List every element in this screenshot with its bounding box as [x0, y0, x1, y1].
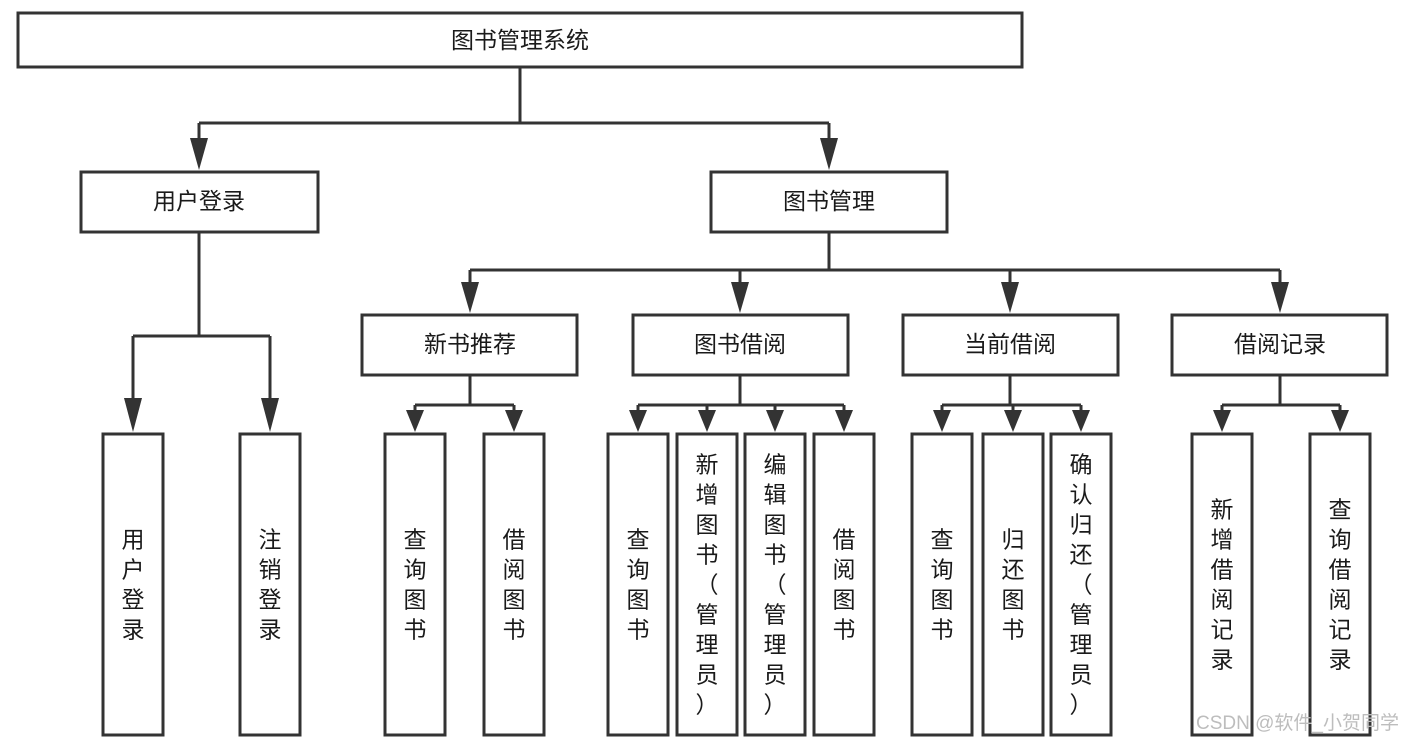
- book-management-box[interactable]: [709, 170, 949, 234]
- arrowhead-record-add: [1213, 410, 1231, 432]
- leaf-borrow-query-book-box[interactable]: [606, 432, 670, 737]
- arrowhead-new-book-recommend: [461, 282, 479, 313]
- leaf-record-add-box[interactable]: [1190, 432, 1254, 737]
- root-box[interactable]: [16, 11, 1024, 69]
- node-leaf-recommend-query-book[interactable]: 查询图书: [383, 432, 447, 737]
- leaf-borrow-edit-book-label: 编辑图书（管理员）: [764, 452, 787, 718]
- book-borrow-label: 图书借阅: [694, 331, 786, 357]
- leaf-record-add-label: 新增借阅记录: [1211, 497, 1234, 673]
- leaf-user-login-box[interactable]: [101, 432, 165, 737]
- current-borrow-label: 当前借阅: [964, 331, 1056, 357]
- node-borrow-record[interactable]: 借阅记录: [1170, 313, 1389, 377]
- leaf-current-return-book-box[interactable]: [981, 432, 1045, 737]
- arrowhead-recommend-borrow-book: [505, 410, 523, 432]
- node-leaf-current-query-book[interactable]: 查询图书: [910, 432, 974, 737]
- book-borrow-box[interactable]: [631, 313, 850, 377]
- arrowhead-current-return-book: [1004, 410, 1022, 432]
- borrow-record-label: 借阅记录: [1234, 331, 1326, 357]
- user-login-label: 用户登录: [153, 188, 245, 214]
- arrowhead-leaf-user-login: [124, 398, 142, 432]
- leaf-borrow-add-book-box[interactable]: [675, 432, 739, 737]
- node-leaf-recommend-borrow-book[interactable]: 借阅图书: [482, 432, 546, 737]
- node-leaf-current-confirm-return[interactable]: 确认归还（管理员）: [1049, 432, 1113, 737]
- new-book-recommend-box[interactable]: [360, 313, 579, 377]
- leaf-current-query-book-label: 查询图书: [931, 527, 954, 643]
- arrowhead-leaf-user-logout: [261, 398, 279, 432]
- arrowhead-current-confirm-return: [1072, 410, 1090, 432]
- node-book-borrow[interactable]: 图书借阅: [631, 313, 850, 377]
- connector-layer: [124, 67, 1349, 432]
- arrowhead-current-borrow: [1001, 282, 1019, 313]
- leaf-borrow-add-book-label: 新增图书（管理员）: [696, 452, 719, 718]
- node-new-book-recommend[interactable]: 新书推荐: [360, 313, 579, 377]
- arrowhead-user-login: [190, 138, 208, 170]
- leaf-current-return-book-label: 归还图书: [1002, 527, 1025, 643]
- node-leaf-borrow-query-book[interactable]: 查询图书: [606, 432, 670, 737]
- arrowhead-book-borrow: [731, 282, 749, 313]
- node-leaf-record-query[interactable]: 查询借阅记录: [1308, 432, 1372, 737]
- leaf-record-query-label: 查询借阅记录: [1329, 497, 1352, 673]
- leaf-recommend-query-book-label: 查询图书: [404, 527, 427, 643]
- borrow-record-box[interactable]: [1170, 313, 1389, 377]
- book-management-label: 图书管理: [783, 188, 875, 214]
- arrowhead-borrow-query-book: [629, 410, 647, 432]
- node-leaf-user-logout[interactable]: 注销登录: [238, 432, 302, 737]
- csdn-watermark: CSDN @软件_小贺同学: [1196, 712, 1399, 734]
- node-root[interactable]: 图书管理系统: [16, 11, 1024, 69]
- new-book-recommend-label: 新书推荐: [424, 331, 516, 357]
- leaf-borrow-edit-book-box[interactable]: [743, 432, 807, 737]
- node-leaf-current-return-book[interactable]: 归还图书: [981, 432, 1045, 737]
- leaf-record-query-box[interactable]: [1308, 432, 1372, 737]
- leaf-current-query-book-box[interactable]: [910, 432, 974, 737]
- node-book-management[interactable]: 图书管理: [709, 170, 949, 234]
- leaf-borrow-borrow-book-label: 借阅图书: [833, 527, 856, 643]
- leaf-user-logout-label: 注销登录: [259, 527, 282, 643]
- leaf-user-logout-box[interactable]: [238, 432, 302, 737]
- arrowhead-borrow-record: [1271, 282, 1289, 313]
- arrowhead-borrow-borrow-book: [835, 410, 853, 432]
- leaf-recommend-borrow-book-label: 借阅图书: [503, 527, 526, 643]
- node-user-login[interactable]: 用户登录: [79, 170, 320, 234]
- leaf-borrow-query-book-label: 查询图书: [627, 527, 650, 643]
- node-leaf-borrow-add-book[interactable]: 新增图书（管理员）: [675, 432, 739, 737]
- node-leaf-borrow-borrow-book[interactable]: 借阅图书: [812, 432, 876, 737]
- leaf-user-login-label: 用户登录: [122, 527, 145, 643]
- leaf-recommend-borrow-book-box[interactable]: [482, 432, 546, 737]
- node-current-borrow[interactable]: 当前借阅: [901, 313, 1120, 377]
- leaf-borrow-borrow-book-box[interactable]: [812, 432, 876, 737]
- leaf-current-confirm-return-box[interactable]: [1049, 432, 1113, 737]
- arrowhead-book-management: [820, 138, 838, 170]
- node-leaf-borrow-edit-book[interactable]: 编辑图书（管理员）: [743, 432, 807, 737]
- current-borrow-box[interactable]: [901, 313, 1120, 377]
- leaf-current-confirm-return-label: 确认归还（管理员）: [1070, 452, 1093, 718]
- user-login-box[interactable]: [79, 170, 320, 234]
- node-leaf-user-login[interactable]: 用户登录: [101, 432, 165, 737]
- arrowhead-borrow-edit-book: [766, 410, 784, 432]
- arrowhead-current-query-book: [933, 410, 951, 432]
- leaf-recommend-query-book-box[interactable]: [383, 432, 447, 737]
- arrowhead-record-query: [1331, 410, 1349, 432]
- arrowhead-recommend-query-book: [406, 410, 424, 432]
- arrowhead-borrow-add-book: [698, 410, 716, 432]
- node-leaf-record-add[interactable]: 新增借阅记录: [1190, 432, 1254, 737]
- root-label: 图书管理系统: [451, 27, 589, 53]
